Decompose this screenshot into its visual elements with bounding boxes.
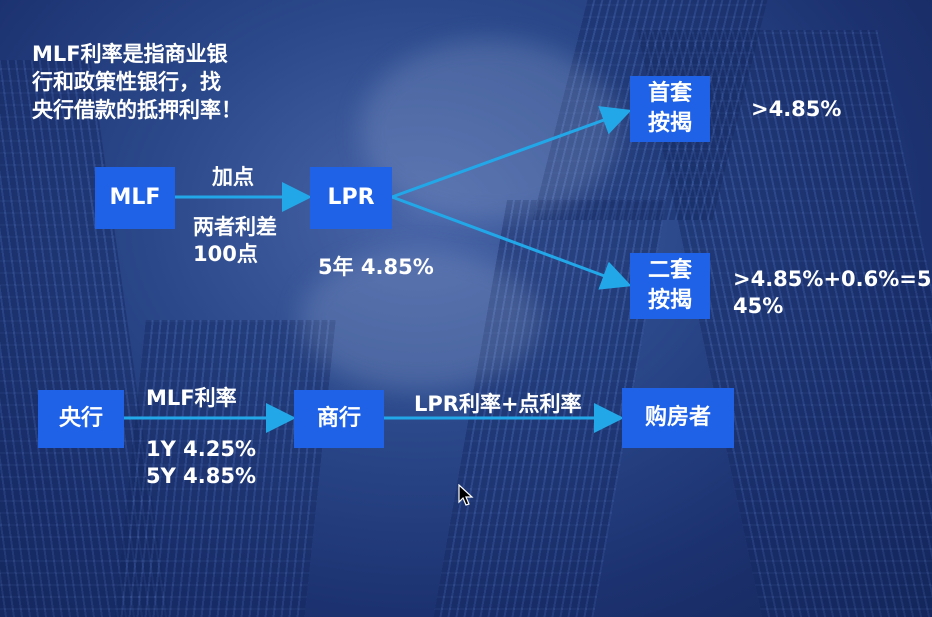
background-cloud <box>300 250 540 390</box>
arrow-lpr-to-second-home <box>391 195 632 290</box>
lpr-box: LPR <box>310 167 392 229</box>
first-home-rate: >4.85% <box>751 97 842 121</box>
mlf-rates: 1Y 4.25% 5Y 4.85% <box>146 437 256 488</box>
lpr-plus-points-label: LPR利率+点利率 <box>414 392 582 416</box>
first-home-mortgage-box: 首套 按揭 <box>630 76 710 142</box>
second-home-mortgage-box: 二套 按揭 <box>630 253 710 319</box>
mlf-box: MLF <box>95 167 175 229</box>
second-home-rate: >4.85%+0.6%=5. 45% <box>733 267 932 318</box>
central-bank-box: 央行 <box>38 390 124 448</box>
mouse-cursor-icon <box>458 484 474 506</box>
home-buyer-box: 购房者 <box>622 388 734 448</box>
intro-text: MLF利率是指商业银 行和政策性银行，找 央行借款的抵押利率！ <box>32 42 242 122</box>
add-points-label: 加点 <box>212 165 254 189</box>
mlf-rate-label: MLF利率 <box>146 386 237 410</box>
arrow-lpr-to-first-home <box>391 106 632 199</box>
commercial-bank-box: 商行 <box>294 390 384 448</box>
lpr-rate: 5年 4.85% <box>318 255 434 279</box>
spread-note: 两者利差 100点 <box>193 215 277 266</box>
